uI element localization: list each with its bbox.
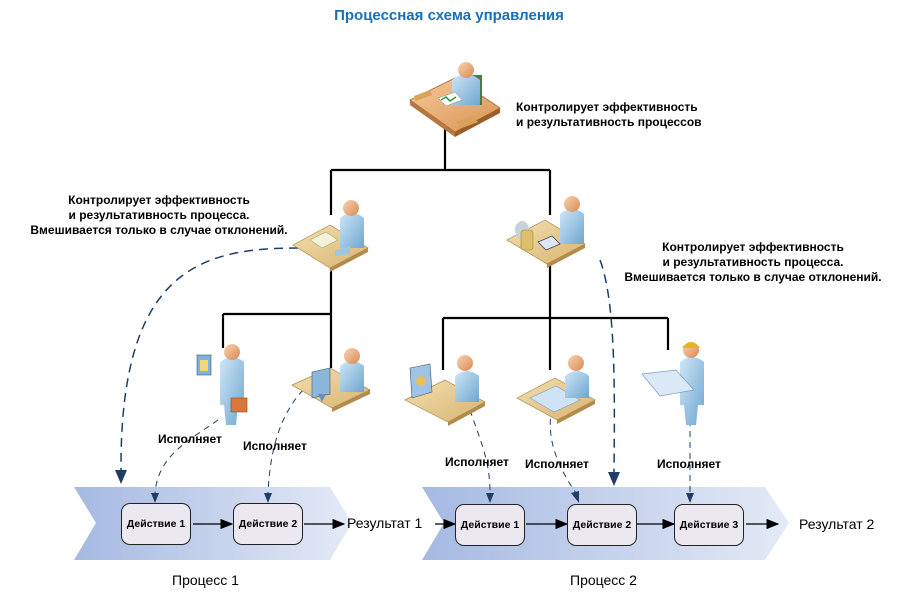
executor-5-label: Исполняет (657, 457, 721, 471)
arrowhead-owner2 (608, 472, 620, 486)
caption-line: Вмешивается только в случае отклонений. (624, 270, 882, 284)
process2-action-1[interactable]: Действие 1 (455, 504, 525, 546)
executor-4-icon (516, 355, 596, 424)
process2-label: Процесс 2 (570, 572, 637, 588)
caption-line: Контролирует эффективность (516, 100, 698, 114)
process2-action-2[interactable]: Действие 2 (567, 504, 637, 546)
executor-3-icon (404, 355, 486, 426)
top-manager-icon (409, 62, 501, 137)
executor-4-label: Исполняет (525, 457, 589, 471)
process1-action-2[interactable]: Действие 2 (233, 503, 303, 545)
executor-5-icon (641, 342, 704, 425)
caption-line: Контролирует эффективность (68, 193, 250, 207)
caption-line: Вмешивается только в случае отклонений. (30, 223, 288, 237)
caption-line: Контролирует эффективность (662, 240, 844, 254)
process2-result: Результат 2 (799, 516, 875, 532)
executor-2-icon (291, 348, 371, 412)
executor-1-label: Исполняет (158, 432, 222, 446)
caption-line: и результативность процесса. (68, 208, 250, 222)
process1-action-1[interactable]: Действие 1 (121, 503, 191, 545)
diagram-title: Процессная схема управления (334, 7, 564, 24)
process1-result: Результат 1 (347, 515, 423, 531)
caption-line: и результативность процесса. (662, 255, 844, 269)
dashed-arrows (120, 247, 616, 473)
hierarchy-lines (221, 125, 670, 370)
executor-3-label: Исполняет (445, 455, 509, 469)
executor-dashed-lines (154, 389, 691, 494)
process2-action-3[interactable]: Действие 3 (674, 504, 744, 546)
arrowheads (115, 470, 694, 503)
caption-line: и результативность процессов (516, 115, 702, 129)
executor-1-icon (196, 344, 248, 425)
arrowhead-owner1 (115, 470, 127, 484)
process-owner-1-icon (292, 200, 369, 272)
process1-label: Процесс 1 (172, 572, 239, 588)
process-owner-2-icon (506, 196, 586, 268)
executor-2-label: Исполняет (243, 439, 307, 453)
